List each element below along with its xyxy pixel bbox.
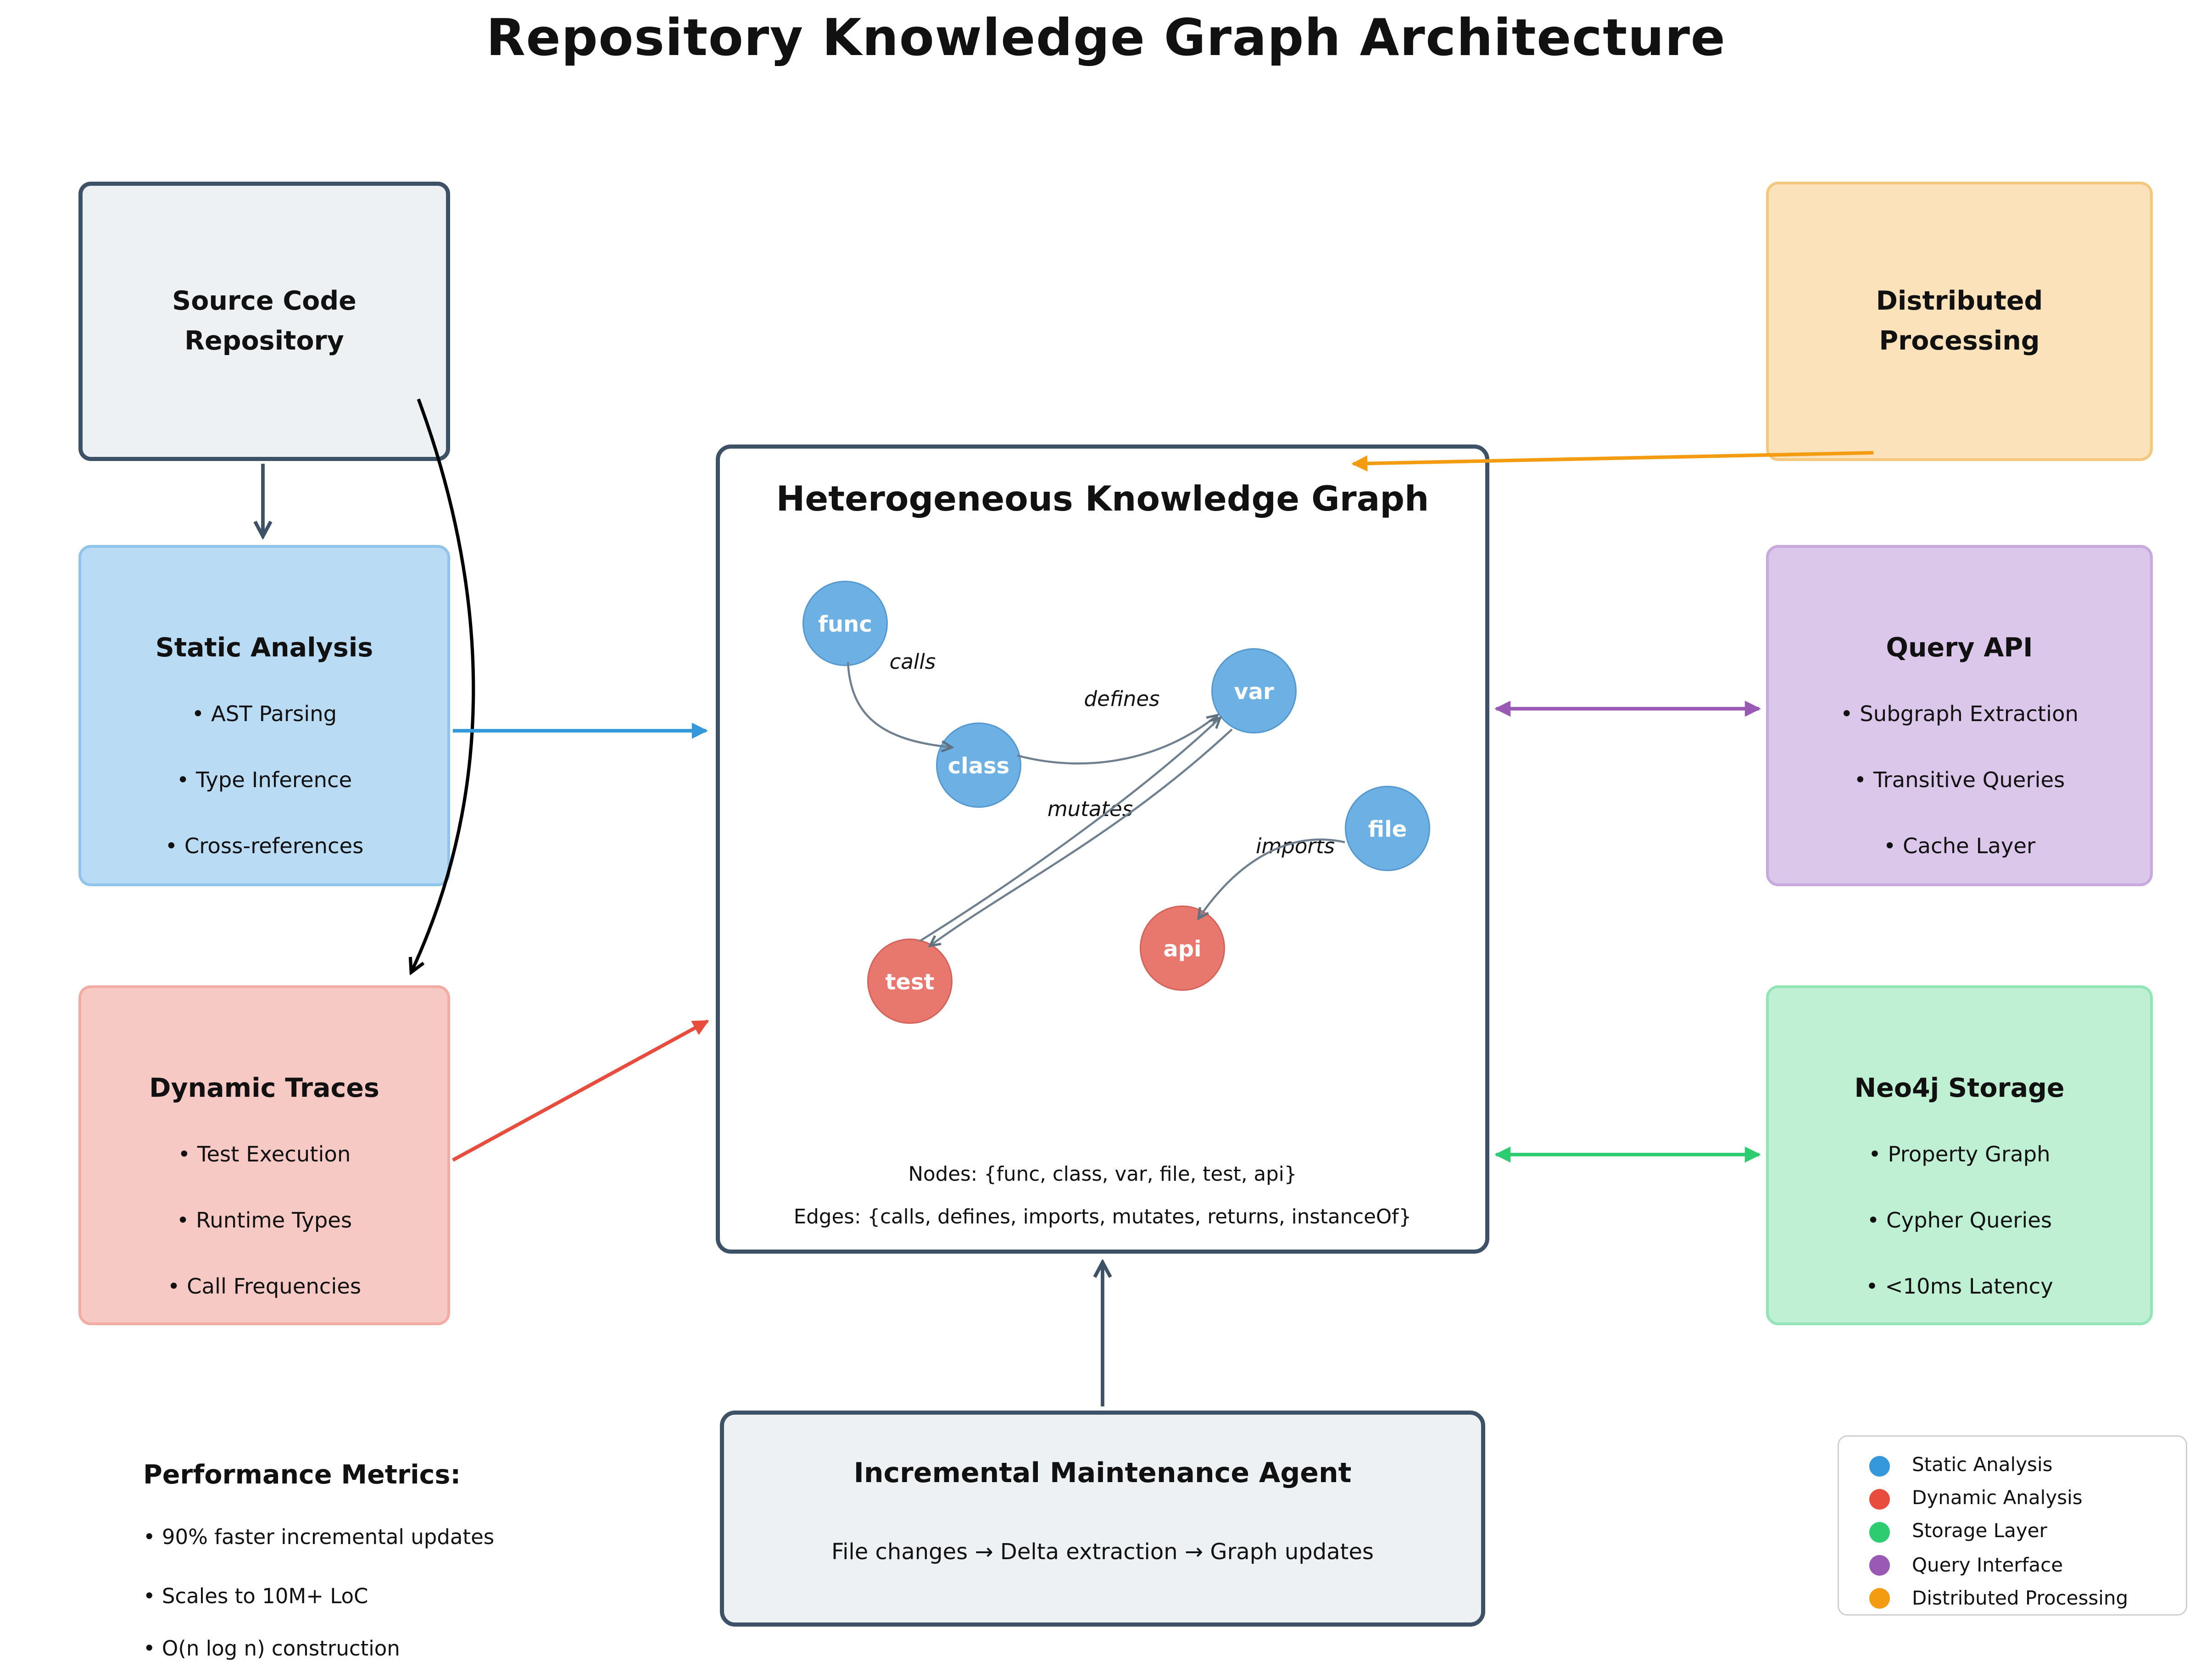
- maintenance-agent-subtitle: File changes → Delta extraction → Graph …: [831, 1539, 1374, 1565]
- distributed-processing-box: Distributed Processing: [1766, 182, 2153, 461]
- legend-dot-storage-layer: [1869, 1522, 1890, 1543]
- dynamic-traces-bullet: • Test Execution: [178, 1142, 351, 1167]
- static-analysis-title: Static Analysis: [155, 633, 373, 663]
- dynamic-traces-box: Dynamic Traces • Test Execution • Runtim…: [78, 985, 450, 1325]
- query-api-bullet: • Transitive Queries: [1854, 768, 2065, 793]
- source-repo-title-line1: Source Code: [172, 286, 357, 317]
- dynamic-traces-bullet: • Runtime Types: [176, 1208, 352, 1233]
- edge-label-imports: imports: [1255, 834, 1335, 859]
- legend-label: Static Analysis: [1912, 1455, 2053, 1477]
- maintenance-agent-title: Incremental Maintenance Agent: [853, 1456, 1352, 1489]
- legend-item: Query Interface: [1839, 1549, 2186, 1583]
- performance-metric: • 90% faster incremental updates: [143, 1525, 495, 1550]
- neo4j-storage-bullet: • Cypher Queries: [1867, 1208, 2052, 1233]
- graph-node-class: class: [936, 722, 1021, 808]
- neo4j-storage-box: Neo4j Storage • Property Graph • Cypher …: [1766, 985, 2153, 1325]
- legend-item: Storage Layer: [1839, 1516, 2186, 1549]
- legend-dot-static-analysis: [1869, 1455, 1890, 1476]
- graph-node-func: func: [802, 581, 888, 666]
- legend-label: Query Interface: [1912, 1554, 2063, 1577]
- arrow-dynamic-to-graph: [452, 1019, 709, 1162]
- graph-nodes-summary: Nodes: {func, class, var, file, test, ap…: [908, 1164, 1297, 1186]
- neo4j-storage-bullet: • <10ms Latency: [1866, 1274, 2053, 1299]
- graph-node-var: var: [1211, 648, 1297, 733]
- graph-node-test: test: [867, 939, 953, 1024]
- graph-node-api: api: [1140, 905, 1225, 991]
- dynamic-traces-bullet: • Call Frequencies: [167, 1274, 362, 1299]
- legend-label: Storage Layer: [1912, 1521, 2047, 1544]
- graph-node-file: file: [1345, 786, 1430, 871]
- page-title: Repository Knowledge Graph Architecture: [486, 8, 1726, 67]
- legend-item: Static Analysis: [1839, 1449, 2186, 1483]
- legend: Static Analysis Dynamic Analysis Storage…: [1838, 1435, 2187, 1616]
- performance-metrics-title: Performance Metrics:: [143, 1460, 461, 1490]
- graph-edges-summary: Edges: {calls, defines, imports, mutates…: [793, 1207, 1412, 1229]
- query-api-bullet: • Cache Layer: [1883, 834, 2036, 859]
- source-code-repository-box: Source Code Repository: [78, 182, 450, 461]
- performance-metric: • Scales to 10M+ LoC: [143, 1584, 368, 1609]
- legend-dot-distributed-processing: [1869, 1589, 1890, 1610]
- dynamic-traces-title: Dynamic Traces: [149, 1073, 379, 1104]
- edge-label-defines: defines: [1084, 687, 1160, 711]
- legend-label: Distributed Processing: [1912, 1588, 2128, 1610]
- static-analysis-bullet: • AST Parsing: [191, 702, 337, 727]
- legend-label: Dynamic Analysis: [1912, 1488, 2083, 1510]
- legend-item: Dynamic Analysis: [1839, 1483, 2186, 1516]
- neo4j-storage-title: Neo4j Storage: [1854, 1073, 2065, 1104]
- legend-dot-query-interface: [1869, 1555, 1890, 1576]
- legend-dot-dynamic-analysis: [1869, 1489, 1890, 1510]
- distributed-processing-title-line1: Distributed: [1876, 286, 2043, 317]
- edge-label-mutates: mutates: [1047, 797, 1133, 822]
- distributed-processing-title-line2: Processing: [1879, 325, 2040, 356]
- static-analysis-bullet: • Cross-references: [165, 834, 364, 859]
- query-api-bullet: • Subgraph Extraction: [1840, 702, 2078, 727]
- performance-metric: • O(n log n) construction: [143, 1636, 400, 1661]
- knowledge-graph-title: Heterogeneous Knowledge Graph: [776, 479, 1429, 519]
- static-analysis-box: Static Analysis • AST Parsing • Type Inf…: [78, 545, 450, 886]
- query-api-title: Query API: [1886, 633, 2033, 663]
- source-repo-title-line2: Repository: [184, 325, 344, 356]
- legend-item: Distributed Processing: [1839, 1582, 2186, 1616]
- maintenance-agent-box: Incremental Maintenance Agent File chang…: [720, 1411, 1485, 1627]
- edge-label-calls: calls: [889, 650, 936, 674]
- query-api-box: Query API • Subgraph Extraction • Transi…: [1766, 545, 2153, 886]
- neo4j-storage-bullet: • Property Graph: [1868, 1142, 2050, 1167]
- static-analysis-bullet: • Type Inference: [176, 768, 352, 793]
